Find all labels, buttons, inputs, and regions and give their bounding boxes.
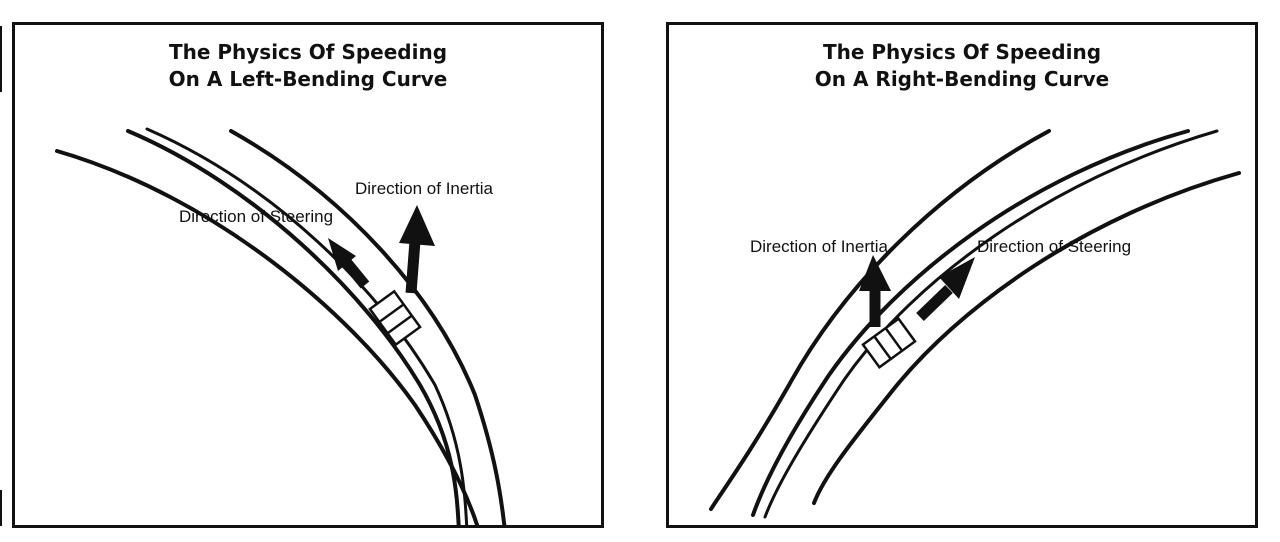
title-line-2: On A Left-Bending Curve [168, 67, 448, 91]
road-outer-edge [709, 129, 1051, 511]
car-roof-line-2 [386, 314, 413, 335]
road-inner-edge [229, 129, 507, 525]
car-roof-line-2 [873, 335, 892, 360]
road-lane-line-2 [763, 129, 1219, 519]
road-inner-edge [812, 171, 1241, 505]
inertia-arrow [399, 205, 435, 294]
car-body [861, 316, 917, 370]
inertia-arrow [859, 255, 891, 327]
edge-mark-top [0, 26, 2, 92]
title-line-1: The Physics Of Speeding [168, 40, 448, 64]
edge-mark-bottom [0, 490, 2, 526]
label-inertia: Direction of Inertia [750, 237, 888, 256]
left-bend-panel: The Physics Of Speeding On A Left-Bendin… [12, 22, 604, 528]
steering-arrow-shaft [916, 285, 953, 321]
steering-arrow [328, 238, 370, 289]
inertia-arrow-head [399, 205, 435, 246]
panel-title-right: The Physics Of Speeding On A Right-Bendi… [669, 39, 1255, 93]
label-steering: Direction of Steering [977, 237, 1131, 256]
steering-arrow-head [328, 238, 356, 271]
car-roof-line-1 [378, 303, 405, 323]
road-lane-line-1 [751, 129, 1190, 517]
label-inertia: Direction of Inertia [355, 179, 493, 198]
steering-arrow [916, 257, 975, 321]
car [861, 316, 917, 370]
car-body [368, 289, 422, 347]
title-line-1: The Physics Of Speeding [822, 40, 1102, 64]
steering-arrow-shaft [342, 259, 370, 289]
panel-title-left: The Physics Of Speeding On A Left-Bendin… [15, 39, 601, 93]
car-roof-line-1 [884, 327, 904, 352]
road-lane-line-2 [145, 127, 469, 525]
right-bend-panel: The Physics Of Speeding On A Right-Bendi… [666, 22, 1258, 528]
title-line-2: On A Right-Bending Curve [814, 67, 1110, 91]
steering-arrow-head [939, 257, 975, 299]
inertia-arrow-shaft [405, 240, 421, 294]
road-lane-line-1 [126, 129, 461, 525]
label-steering: Direction of Steering [179, 207, 333, 226]
right-curve-diagram: Direction of Inertia Direction of Steeri… [709, 129, 1241, 519]
inertia-arrow-head [859, 255, 891, 291]
left-curve-diagram: Direction of Inertia Direction of Steeri… [55, 127, 507, 525]
car [368, 289, 422, 347]
